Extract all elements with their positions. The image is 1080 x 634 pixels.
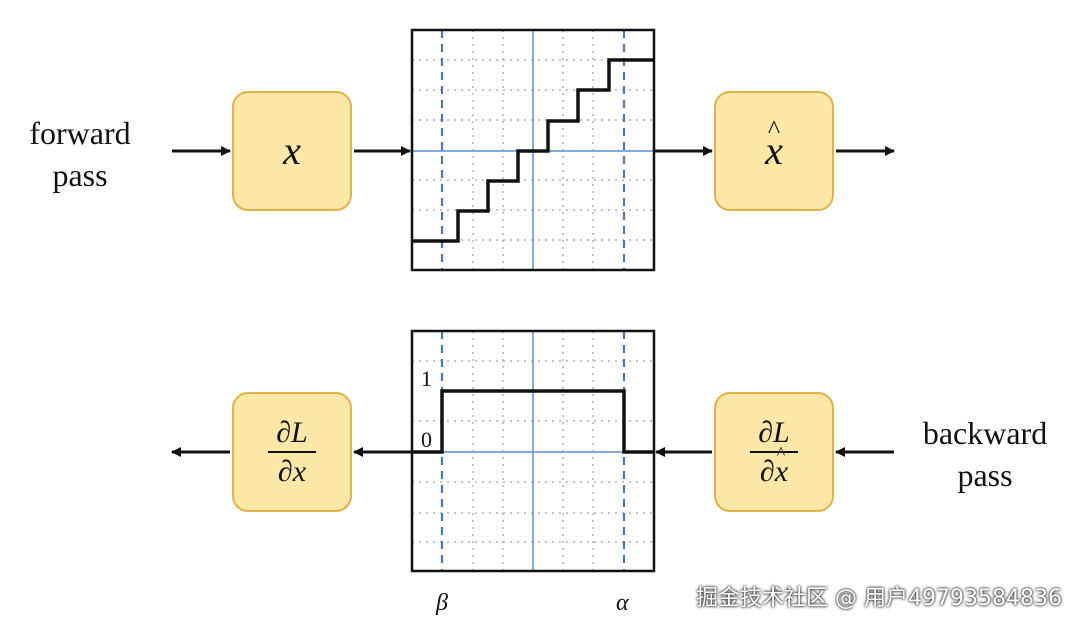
grad-output-numerator: ∂L bbox=[758, 416, 790, 449]
forward-label-line2: pass bbox=[52, 157, 108, 193]
quantizer-plot bbox=[410, 28, 656, 272]
grad-input-numerator: ∂L bbox=[276, 416, 308, 449]
grad-input-box: ∂L ∂x bbox=[232, 392, 352, 512]
fraction-bar bbox=[750, 450, 798, 453]
input-x-symbol: x bbox=[283, 128, 301, 173]
grad-input-fraction: ∂L ∂x bbox=[268, 417, 316, 487]
output-xhat-symbol: x ^ bbox=[765, 117, 783, 173]
alpha-label: α bbox=[616, 590, 629, 616]
beta-label: β bbox=[436, 590, 448, 616]
y-tick-one: 1 bbox=[421, 366, 432, 391]
input-x-box: x bbox=[232, 91, 352, 211]
forward-pass-label: forward pass bbox=[10, 112, 150, 196]
forward-label-line1: forward bbox=[29, 115, 131, 151]
y-tick-zero: 0 bbox=[421, 427, 432, 452]
backward-pass-label: backward pass bbox=[900, 412, 1070, 496]
grad-output-den-text: ∂x bbox=[759, 454, 789, 488]
hat-accent: ^ bbox=[776, 442, 786, 463]
hat-accent: ^ bbox=[767, 115, 781, 144]
quantizer-staircase bbox=[412, 58, 654, 243]
watermark-text: 掘金技术社区 @ 用户49793584836 bbox=[696, 586, 1062, 611]
output-xhat-letter: x bbox=[765, 128, 783, 173]
backward-label-line2: pass bbox=[957, 457, 1013, 493]
ste-frame bbox=[410, 329, 656, 573]
fraction-bar bbox=[268, 450, 316, 453]
grad-output-fraction: ∂L ∂x ^ bbox=[750, 417, 798, 487]
backward-label-line1: backward bbox=[922, 415, 1048, 451]
quantizer-frame bbox=[410, 28, 656, 272]
ste-plot bbox=[410, 329, 656, 573]
grad-output-denominator: ∂x ^ bbox=[759, 443, 789, 488]
grad-input-denominator: ∂x bbox=[277, 454, 307, 488]
ste-gradient-curve bbox=[412, 389, 654, 454]
grad-output-box: ∂L ∂x ^ bbox=[714, 392, 834, 512]
output-xhat-box: x ^ bbox=[714, 91, 834, 211]
